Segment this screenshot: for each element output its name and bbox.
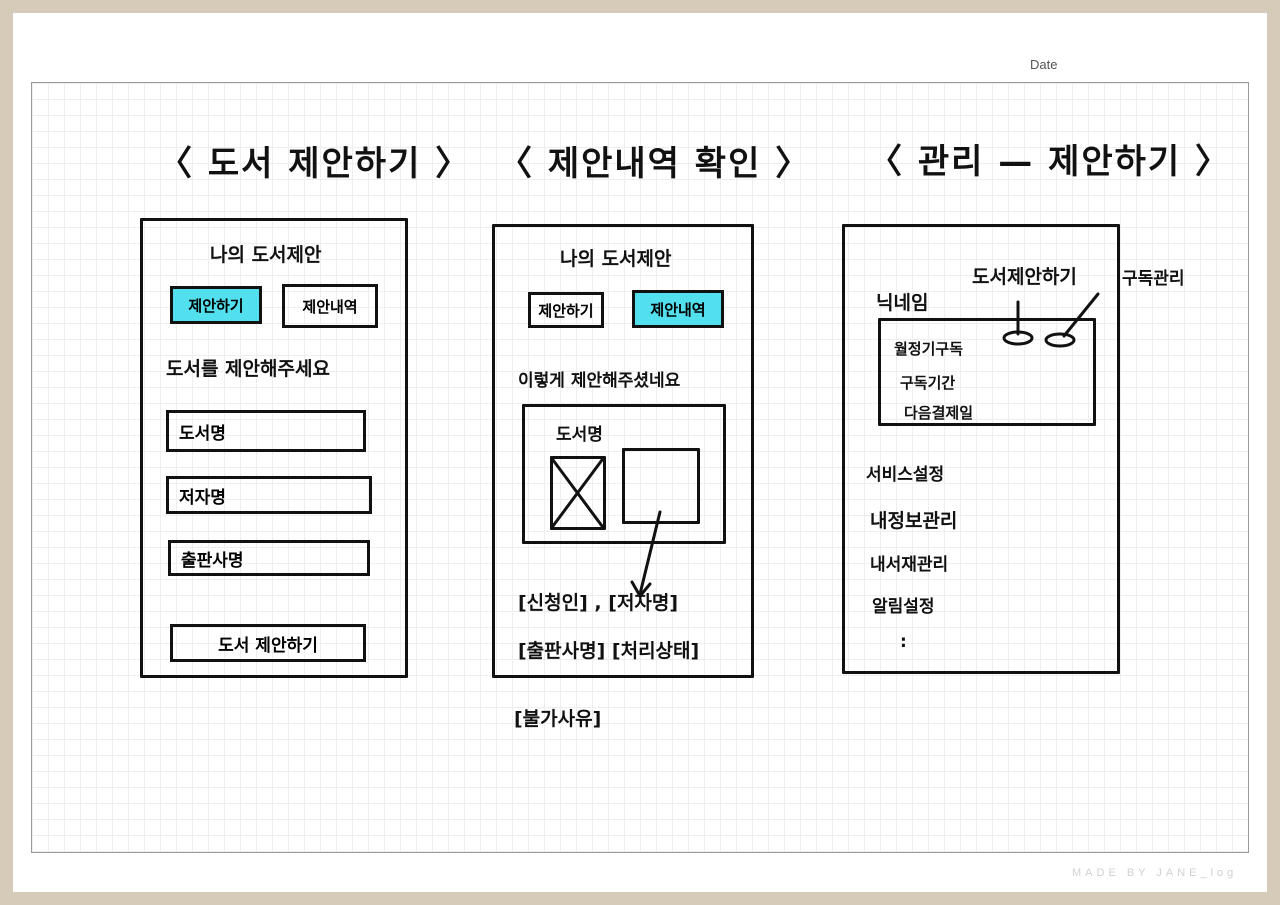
callout-suggest-dot xyxy=(1002,330,1034,346)
grid-paper xyxy=(31,82,1249,853)
callout-subscription-label: 구독관리 xyxy=(1122,269,1185,289)
card-item-monthly: 월정기구독 xyxy=(894,340,964,358)
info-arrow-line xyxy=(638,510,662,596)
panel2-tab-history[interactable]: 제안내역 xyxy=(632,290,724,328)
author-field[interactable]: 저자명 xyxy=(166,476,372,514)
panel1-tab-history[interactable]: 제안내역 xyxy=(282,284,378,328)
cover-cross-line-2 xyxy=(551,458,604,528)
panel1-heading: 나의 도서제안 xyxy=(210,244,322,266)
book-title-field[interactable]: 도서명 xyxy=(166,410,366,452)
callout-subscription-dot xyxy=(1044,332,1076,348)
menu-notifications[interactable]: 알림설정 xyxy=(872,597,935,617)
menu-more-indicator: : xyxy=(900,632,907,652)
menu-my-info[interactable]: 내정보관리 xyxy=(870,510,958,532)
submit-suggestion-button[interactable]: 도서 제안하기 xyxy=(170,624,366,662)
nickname-label: 닉네임 xyxy=(876,292,929,314)
menu-service-settings[interactable]: 서비스설정 xyxy=(866,465,945,485)
info-arrow-head xyxy=(630,580,652,599)
date-label: Date xyxy=(1030,57,1058,72)
panel2-phone-frame xyxy=(492,224,754,678)
publisher-field[interactable]: 출판사명 xyxy=(168,540,370,576)
rejection-reason-label: [불가사유] xyxy=(514,708,602,730)
panel2-heading: 나의 도서제안 xyxy=(560,248,672,270)
panel1-phone-frame xyxy=(140,218,408,678)
callout-subscription-line xyxy=(1062,292,1100,338)
menu-my-library[interactable]: 내서재관리 xyxy=(870,555,949,575)
suggestion-card-title: 도서명 xyxy=(556,425,603,445)
book-info-box xyxy=(622,448,700,524)
credit-watermark: MADE BY JANE_log xyxy=(1072,867,1238,879)
panel2-tab-suggest[interactable]: 제안하기 xyxy=(528,292,604,328)
panel3-title: 〈 관리 — 제안하기 〉 xyxy=(868,142,1232,182)
card-item-period: 구독기간 xyxy=(900,374,956,392)
panel3-phone-frame xyxy=(842,224,1120,674)
info-line-applicant-author: [신청인] , [저자명] xyxy=(518,592,679,614)
panel1-tab-suggest[interactable]: 제안하기 xyxy=(170,286,262,324)
suggestion-card xyxy=(522,404,726,544)
panel1-title: 〈 도서 제안하기 〉 xyxy=(158,144,472,184)
panel2-prompt: 이렇게 제안해주셨네요 xyxy=(518,371,681,391)
callout-suggest-label: 도서제안하기 xyxy=(972,266,1077,288)
info-line-publisher-status: [출판사명] [처리상태] xyxy=(518,640,700,662)
panel1-prompt: 도서를 제안해주세요 xyxy=(166,358,330,380)
subscription-card xyxy=(878,318,1096,426)
card-item-next-payment: 다음결제일 xyxy=(904,404,974,422)
panel2-title: 〈 제안내역 확인 〉 xyxy=(498,144,812,184)
book-cover-placeholder xyxy=(550,456,606,530)
